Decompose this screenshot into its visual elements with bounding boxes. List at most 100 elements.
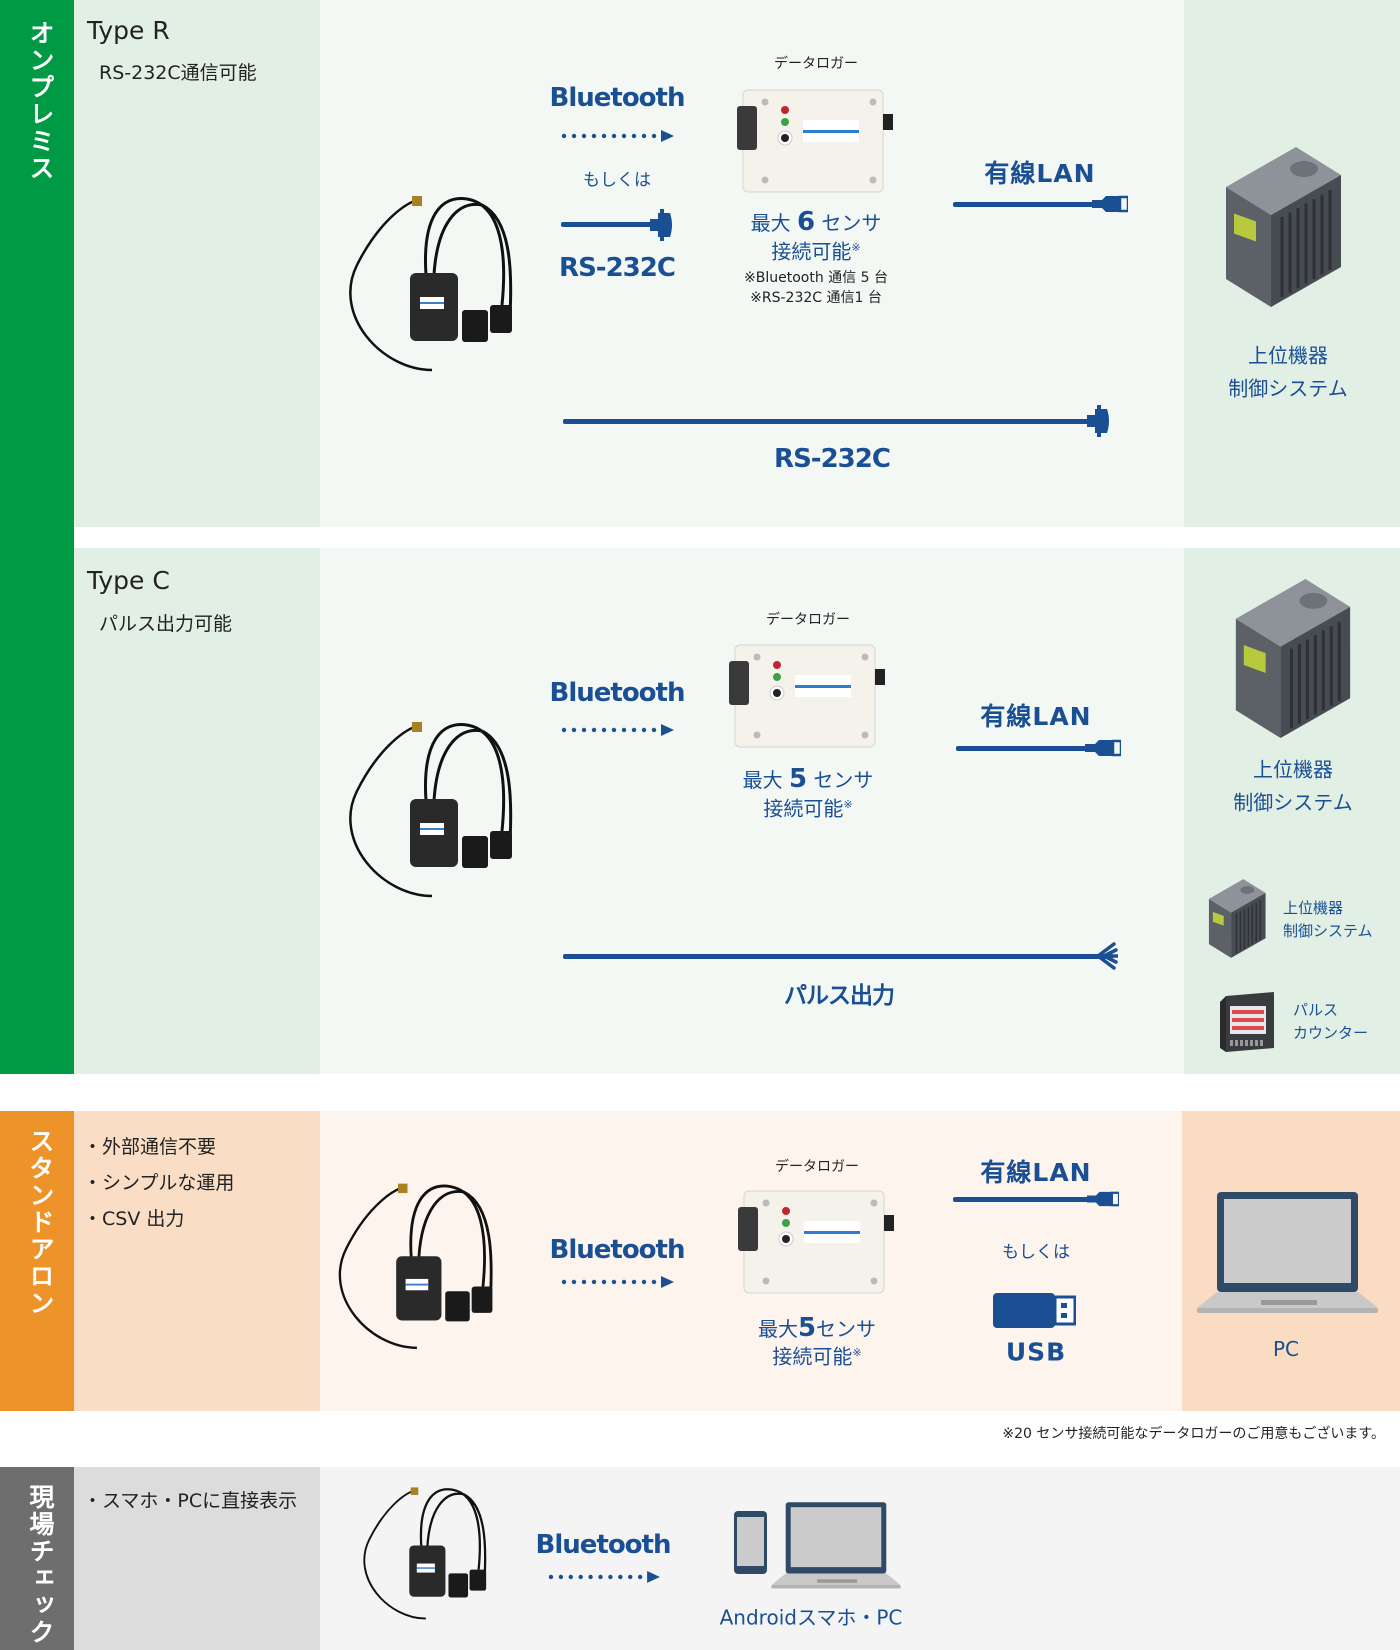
footnote: ※20 センサ接続可能なデータロガーのご用意もございます。 bbox=[1002, 1426, 1385, 1442]
type-c-title: Type C bbox=[87, 566, 170, 595]
standalone-label-column bbox=[74, 1111, 320, 1411]
standalone-sidebar bbox=[0, 1111, 74, 1411]
pc-label: PC bbox=[1272, 1337, 1300, 1361]
max-prefix: 最大 bbox=[757, 1317, 798, 1341]
bluetooth-arrow-icon bbox=[548, 1568, 660, 1583]
type-c-subtitle: パルス出力可能 bbox=[99, 613, 233, 635]
bluetooth-arrow-icon bbox=[561, 1273, 674, 1288]
note-bluetooth: ※Bluetooth 通信 5 台 bbox=[744, 270, 888, 286]
connectable-label: 接続可能 bbox=[772, 1344, 853, 1369]
pulse-output-line bbox=[563, 954, 1113, 959]
direct-rs232c-connector-icon bbox=[1087, 405, 1111, 437]
connectable-text: 接続可能※ bbox=[763, 793, 852, 822]
or-label: もしくは bbox=[1002, 1242, 1070, 1263]
max-sensor-count: 5 bbox=[788, 764, 808, 794]
pulse-counter-label-line2: カウンター bbox=[1293, 1024, 1369, 1042]
bluetooth-label: Bluetooth bbox=[549, 83, 686, 113]
type-r-title: Type R bbox=[87, 16, 170, 45]
data-logger-label: データロガー bbox=[766, 612, 850, 628]
direct-rs232c-label: RS-232C bbox=[774, 444, 891, 474]
type-r-label-column bbox=[74, 0, 320, 527]
max-suffix: センサ bbox=[813, 768, 874, 792]
host-label-line2: 制御システム bbox=[1233, 790, 1353, 815]
type-r-subtitle: RS-232C通信可能 bbox=[99, 62, 257, 84]
connectable-text: 接続可能※ bbox=[772, 1341, 861, 1370]
max-prefix: 最大 bbox=[750, 211, 791, 235]
connectable-label: 接続可能 bbox=[771, 239, 852, 264]
host-label-line2: 制御システム bbox=[1228, 376, 1348, 401]
connectable-text: 接続可能※ bbox=[771, 236, 860, 265]
max-sensors-text: 最大5センサ bbox=[758, 1313, 876, 1343]
max-suffix: センサ bbox=[816, 1317, 877, 1341]
note-mark: ※ bbox=[843, 797, 853, 811]
host-equipment-image bbox=[1225, 579, 1358, 742]
onprem-sidebar bbox=[0, 0, 74, 1074]
data-logger-image bbox=[737, 88, 897, 196]
fieldcheck-label-column bbox=[74, 1467, 320, 1650]
host-label-line1: 上位機器 bbox=[1253, 757, 1333, 782]
data-logger-label: データロガー bbox=[774, 56, 858, 72]
bluetooth-label: Bluetooth bbox=[535, 1530, 672, 1560]
max-suffix: センサ bbox=[821, 211, 882, 235]
lan-connector-icon bbox=[1087, 1189, 1119, 1209]
sensor-device-image bbox=[358, 1485, 505, 1627]
lan-cable-line bbox=[953, 202, 1098, 207]
pulse-output-label: パルス出力 bbox=[784, 983, 895, 1009]
note-rs232c: ※RS-232C 通信1 台 bbox=[750, 290, 882, 306]
pulse-arrow-icon bbox=[1096, 942, 1118, 970]
max-sensor-count: 6 bbox=[796, 207, 816, 237]
small-host-equipment-image bbox=[1204, 879, 1269, 960]
lan-cable-line bbox=[953, 1197, 1093, 1202]
standalone-side-label: スタンドアロン bbox=[26, 1128, 55, 1317]
rs232c-cable-line bbox=[561, 222, 656, 227]
max-prefix: 最大 bbox=[742, 768, 783, 792]
pc-laptop-image bbox=[1195, 1190, 1380, 1314]
bluetooth-arrow-icon bbox=[561, 127, 674, 142]
max-sensors-text: 最大 6 センサ bbox=[751, 207, 882, 237]
note-mark: ※ bbox=[851, 240, 861, 254]
onprem-side-label: オンプレミス bbox=[26, 20, 55, 182]
max-sensor-count: 5 bbox=[797, 1313, 817, 1343]
lan-connector-icon bbox=[1092, 194, 1128, 214]
bluetooth-label: Bluetooth bbox=[549, 678, 686, 708]
fieldcheck-bullet: ・スマホ・PCに直接表示 bbox=[83, 1490, 298, 1512]
host-equipment-image bbox=[1216, 147, 1348, 311]
lan-cable-line bbox=[956, 746, 1091, 751]
wired-lan-label: 有線LAN bbox=[984, 159, 1096, 188]
max-sensors-text: 最大 5 センサ bbox=[743, 764, 874, 794]
rs232c-connector-icon bbox=[650, 209, 674, 241]
pulse-counter-image bbox=[1216, 988, 1279, 1055]
fieldcheck-sidebar bbox=[0, 1467, 74, 1650]
type-r-diagram-area bbox=[320, 0, 1184, 527]
sensor-device-image bbox=[332, 1181, 516, 1358]
direct-rs232c-cable-line bbox=[563, 419, 1093, 424]
data-logger-image bbox=[737, 1189, 899, 1297]
note-mark: ※ bbox=[852, 1345, 862, 1359]
bluetooth-label: Bluetooth bbox=[549, 1235, 686, 1265]
rs232c-label: RS-232C bbox=[559, 253, 676, 283]
laptop-icon bbox=[770, 1498, 902, 1592]
or-label: もしくは bbox=[583, 170, 651, 191]
type-c-label-column bbox=[74, 548, 320, 1074]
pulse-counter-label-line1: パルス bbox=[1293, 1001, 1339, 1019]
sensor-device-image bbox=[342, 720, 537, 906]
small-host-label-line2: 制御システム bbox=[1283, 922, 1373, 940]
android-pc-label: Androidスマホ・PC bbox=[719, 1605, 903, 1630]
data-logger-label: データロガー bbox=[775, 1159, 859, 1175]
host-label-line1: 上位機器 bbox=[1248, 343, 1328, 368]
wired-lan-label: 有線LAN bbox=[980, 1158, 1092, 1187]
bluetooth-arrow-icon bbox=[561, 721, 674, 736]
wired-lan-label: 有線LAN bbox=[980, 702, 1092, 731]
standalone-bullet: ・シンプルな運用 bbox=[83, 1172, 235, 1194]
fieldcheck-side-label: 現場チェック bbox=[26, 1484, 55, 1646]
usb-stick-icon bbox=[993, 1293, 1076, 1328]
small-host-label-line1: 上位機器 bbox=[1283, 899, 1344, 917]
sensor-device-image bbox=[342, 195, 537, 379]
data-logger-image bbox=[729, 643, 889, 751]
usb-label: USB bbox=[1005, 1337, 1067, 1367]
lan-connector-icon bbox=[1085, 738, 1121, 758]
standalone-bullet: ・CSV 出力 bbox=[83, 1208, 185, 1230]
smartphone-icon bbox=[734, 1511, 767, 1574]
standalone-bullet: ・外部通信不要 bbox=[83, 1136, 217, 1158]
connectable-label: 接続可能 bbox=[763, 796, 844, 821]
